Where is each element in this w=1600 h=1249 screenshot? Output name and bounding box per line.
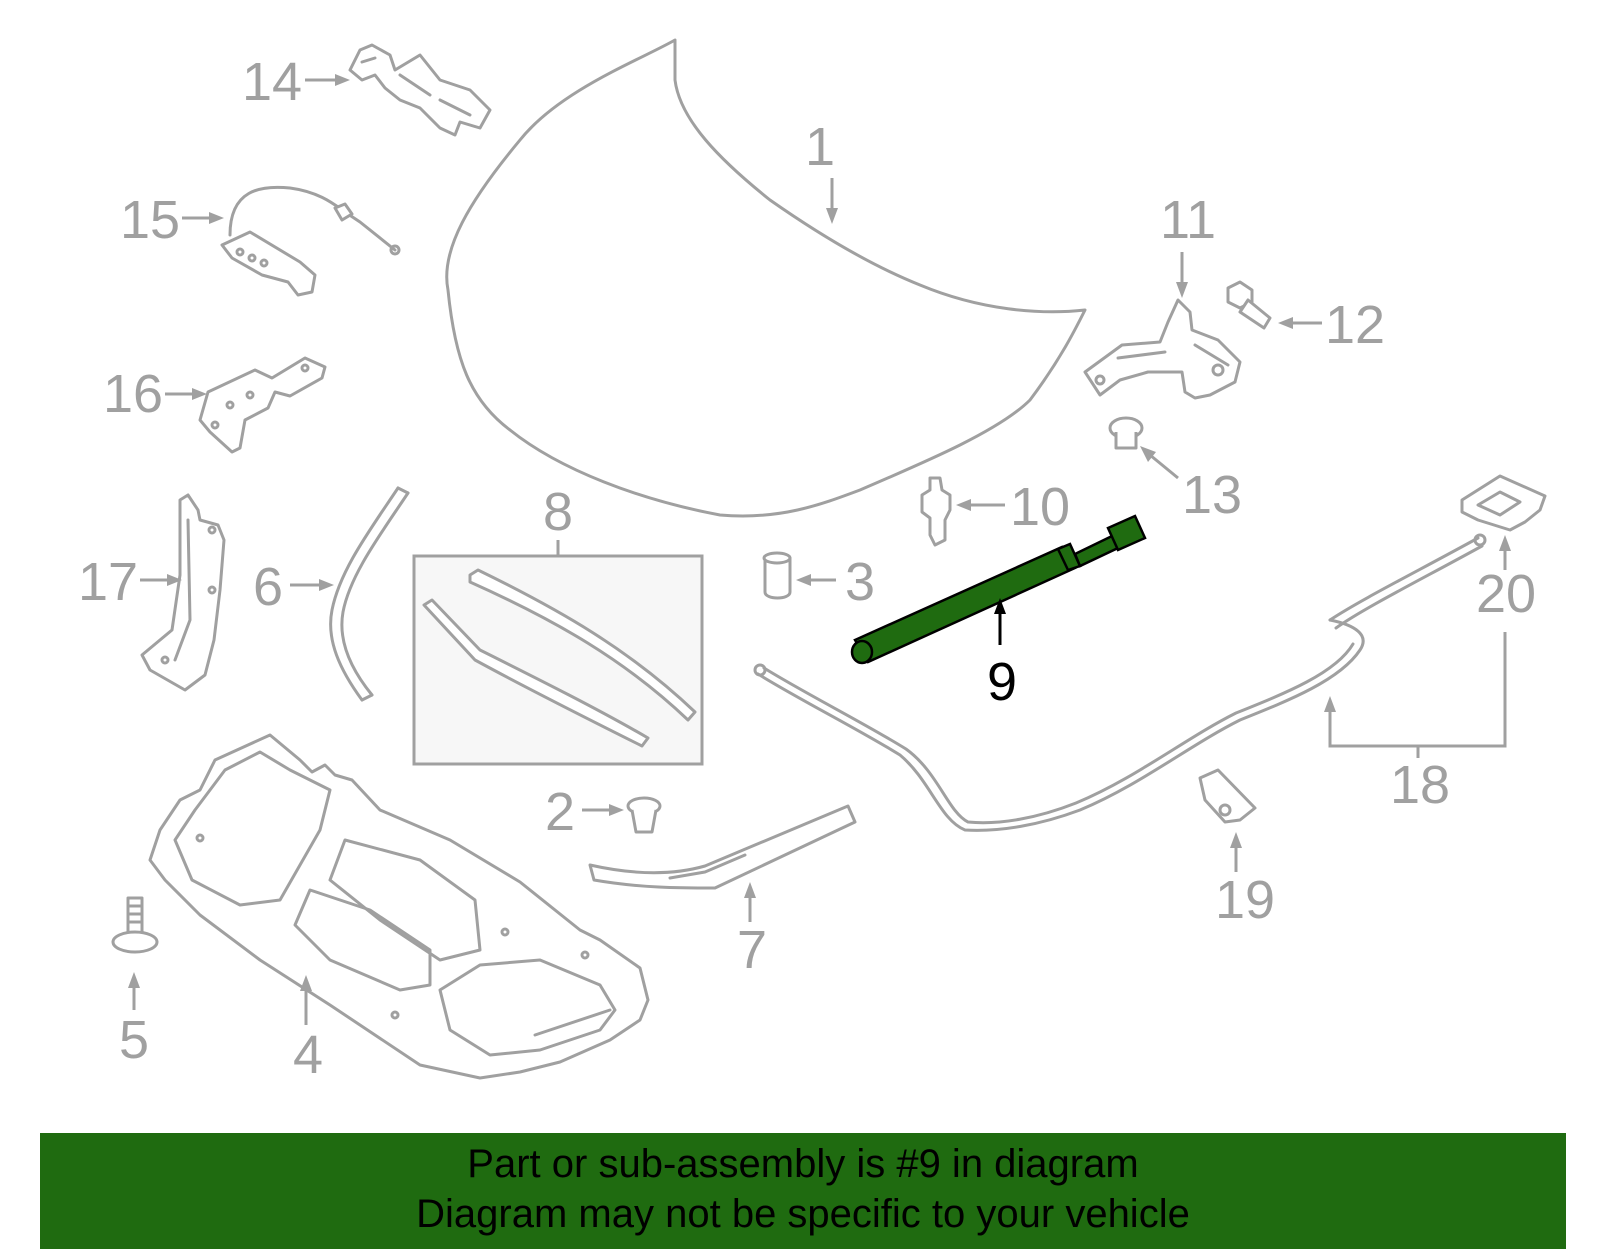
svg-text:7: 7 <box>737 920 767 980</box>
callout-19: 19 <box>1215 832 1275 930</box>
svg-text:2: 2 <box>545 782 575 842</box>
callout-12: 12 <box>1278 295 1385 355</box>
part-2-clip <box>626 796 662 834</box>
part-11-hood-hinge <box>1083 298 1242 400</box>
svg-text:18: 18 <box>1390 755 1450 815</box>
svg-text:19: 19 <box>1215 870 1275 930</box>
callout-4: 4 <box>293 975 323 1085</box>
part-6-seal-strip <box>329 486 410 702</box>
svg-text:10: 10 <box>1010 477 1070 537</box>
svg-text:14: 14 <box>242 52 302 112</box>
part-1-hood <box>445 38 1087 518</box>
svg-text:11: 11 <box>1160 190 1216 250</box>
svg-text:8: 8 <box>543 482 573 542</box>
part-8-seal-kit <box>412 554 704 766</box>
part-18-release-cable <box>753 533 1487 832</box>
svg-text:12: 12 <box>1325 295 1385 355</box>
svg-text:6: 6 <box>253 557 283 617</box>
part-15-release-cable <box>220 185 401 297</box>
svg-text:5: 5 <box>119 1010 149 1070</box>
callout-13: 13 <box>1140 446 1242 525</box>
part-16-bracket <box>198 356 327 454</box>
svg-text:13: 13 <box>1182 465 1242 525</box>
part-17-side-bracket <box>140 493 226 692</box>
part-14-bracket <box>348 43 492 137</box>
callout-16: 16 <box>103 364 207 424</box>
svg-text:4: 4 <box>293 1025 323 1085</box>
part-12-bolt <box>1226 280 1272 330</box>
part-13-grommet <box>1108 416 1144 450</box>
callout-18: 18 <box>1324 632 1507 815</box>
callout-17: 17 <box>78 552 182 612</box>
svg-text:20: 20 <box>1476 564 1536 624</box>
callout-2: 2 <box>545 782 624 842</box>
svg-text:3: 3 <box>845 552 875 612</box>
part-20-release-handle <box>1460 474 1547 532</box>
callout-7: 7 <box>737 882 767 980</box>
part-4-hood-insulator <box>148 733 650 1080</box>
svg-text:16: 16 <box>103 364 163 424</box>
callout-15: 15 <box>120 190 224 250</box>
callout-11: 11 <box>1160 190 1216 298</box>
part-7-seal <box>588 804 857 890</box>
callout-6: 6 <box>253 557 334 617</box>
notice-line-1: Part or sub-assembly is #9 in diagram <box>467 1142 1139 1186</box>
callout-20: 20 <box>1476 535 1536 624</box>
callout-14: 14 <box>242 52 350 112</box>
notice-line-2: Diagram may not be specific to your vehi… <box>416 1192 1190 1236</box>
svg-text:1: 1 <box>805 117 835 177</box>
callout-1: 1 <box>805 117 838 224</box>
part-3-bumper <box>762 551 792 600</box>
svg-text:9: 9 <box>987 652 1017 712</box>
callout-3: 3 <box>796 552 875 612</box>
svg-text:17: 17 <box>78 552 138 612</box>
notice-banner: Part or sub-assembly is #9 in diagram Di… <box>40 1133 1566 1249</box>
callout-10: 10 <box>956 477 1070 537</box>
part-19-clip <box>1198 768 1257 824</box>
part-5-bolt <box>111 896 159 954</box>
callout-8: 8 <box>543 482 573 556</box>
part-9-hood-lift-support <box>850 514 1147 665</box>
svg-text:15: 15 <box>120 190 180 250</box>
part-10-fastener <box>920 476 952 547</box>
callout-5: 5 <box>119 972 149 1070</box>
callout-9: 9 <box>987 598 1017 712</box>
